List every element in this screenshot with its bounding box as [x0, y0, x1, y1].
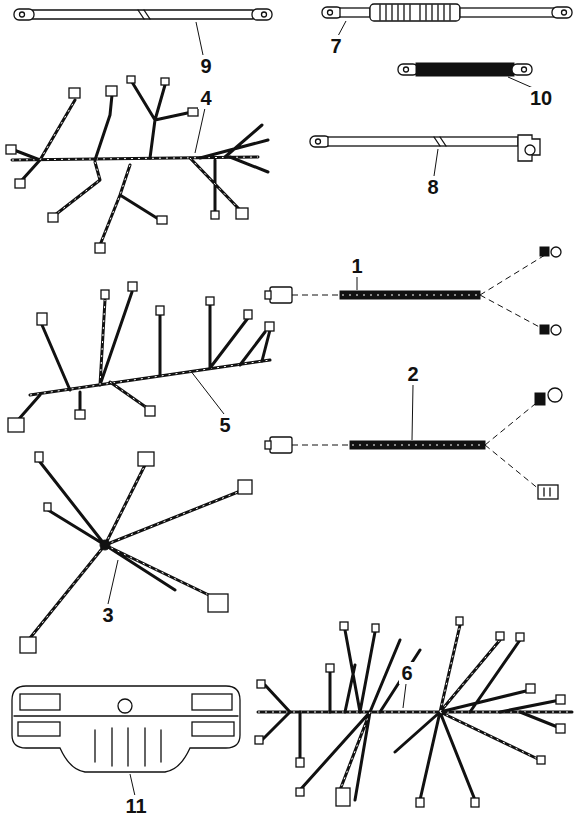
main-harness [6, 76, 268, 253]
callout-number: 6 [399, 662, 414, 684]
pigtail-harness [265, 247, 561, 335]
callout-number: 10 [528, 87, 554, 109]
callout-number: 1 [349, 255, 364, 277]
star-harness [20, 452, 252, 653]
clamp-cable [310, 135, 540, 176]
booted-cable [322, 4, 572, 36]
ground-strap [398, 63, 533, 88]
callout-number: 11 [123, 795, 148, 817]
battery-cable [14, 9, 272, 55]
callout-number: 5 [217, 414, 232, 436]
callout-number: 3 [100, 604, 115, 626]
callout-number: 9 [198, 55, 213, 77]
callout-number: 8 [425, 176, 440, 198]
secondary-harness [8, 282, 274, 432]
tail-light [12, 686, 240, 796]
callout-number: 4 [198, 87, 213, 109]
chassis-harness [255, 617, 572, 807]
callout-number: 2 [405, 363, 420, 385]
pigtail-harness [265, 385, 562, 499]
callout-number: 7 [328, 35, 343, 57]
